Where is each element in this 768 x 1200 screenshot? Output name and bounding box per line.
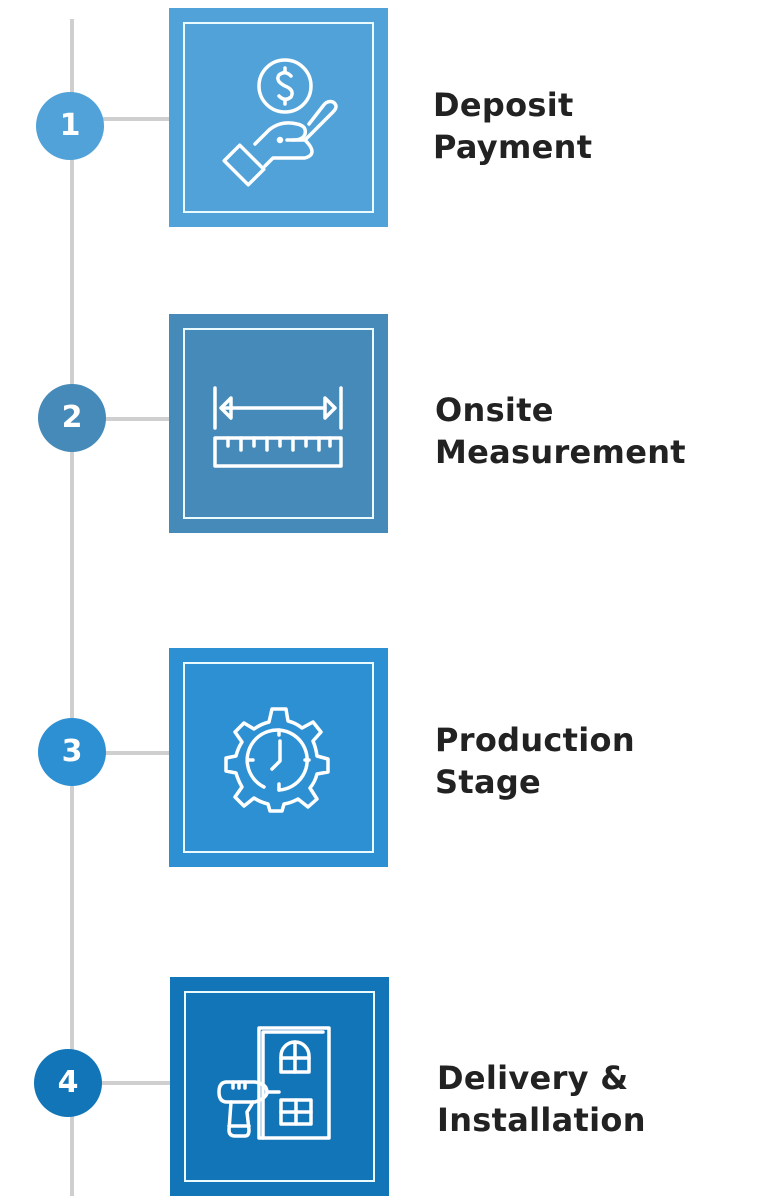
- step-title: Deposit Payment: [433, 84, 592, 168]
- hand-holding-dollar-icon: [221, 57, 338, 187]
- step-icon-box: [170, 977, 389, 1196]
- step-title: Delivery & Installation: [437, 1057, 646, 1141]
- step-icon-frame: [183, 22, 374, 213]
- step-icon-frame: [183, 328, 374, 519]
- step-number-badge: 4: [34, 1049, 102, 1117]
- gear-clock-icon: [223, 706, 330, 813]
- step-icon-frame: [183, 662, 374, 853]
- drill-door-icon: [216, 1025, 331, 1140]
- step-icon-box: [169, 314, 388, 533]
- step-title-line-1: Production: [435, 721, 635, 759]
- ruler-measure-icon: [212, 385, 343, 468]
- step-title: Onsite Measurement: [435, 389, 686, 473]
- step-title-line-2: Measurement: [435, 433, 686, 471]
- timeline-step-4: 4 Delivery & Installation: [0, 977, 768, 1197]
- step-connector: [100, 117, 170, 121]
- step-number-badge: 1: [36, 92, 104, 160]
- step-icon-frame: [184, 991, 375, 1182]
- step-connector: [100, 1081, 170, 1085]
- step-title-line-2: Stage: [435, 763, 542, 801]
- timeline-vertical-line: [70, 19, 74, 1196]
- step-title-line-1: Deposit: [433, 86, 574, 124]
- timeline-step-1: 1 Deposit Payment: [0, 8, 768, 228]
- timeline-step-2: 2 Onsite Measurement: [0, 314, 768, 534]
- step-number-badge: 3: [38, 718, 106, 786]
- step-connector: [104, 417, 170, 421]
- step-title-line-2: Payment: [433, 128, 593, 166]
- step-title-line-1: Delivery &: [437, 1059, 629, 1097]
- timeline-step-3: 3 Production Stage: [0, 648, 768, 868]
- step-title-line-2: Installation: [437, 1101, 646, 1139]
- step-number-badge: 2: [38, 384, 106, 452]
- step-title: Production Stage: [435, 719, 635, 803]
- step-connector: [104, 751, 170, 755]
- step-icon-box: [169, 648, 388, 867]
- step-icon-box: [169, 8, 388, 227]
- step-title-line-1: Onsite: [435, 391, 554, 429]
